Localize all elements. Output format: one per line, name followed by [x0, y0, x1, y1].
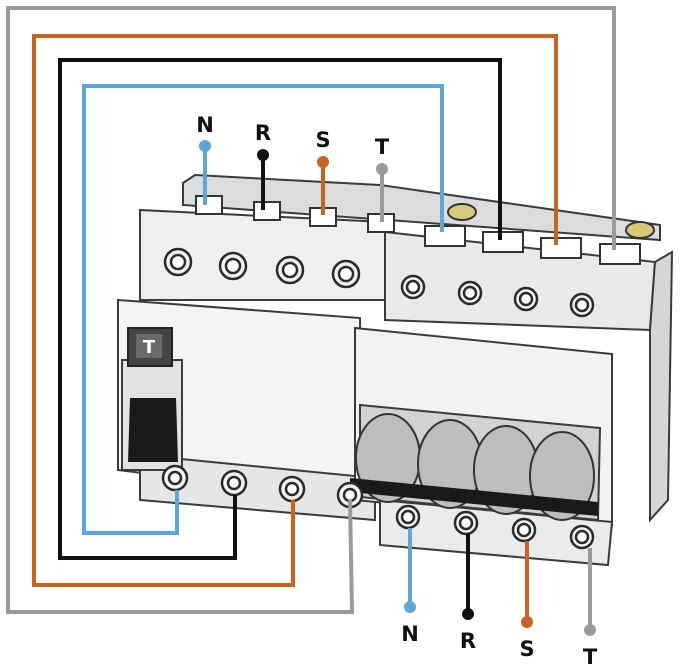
- busbar-tab-1: [447, 203, 477, 221]
- mcb-bottom-terminal-face: [379, 498, 614, 567]
- screw-icon: [569, 524, 595, 550]
- wire-end-n-top: [199, 140, 211, 152]
- wire-t-loop: [6, 6, 616, 614]
- label-bottom-n: N: [401, 622, 419, 646]
- wire-end-t-bottom: [584, 624, 596, 636]
- wires: [6, 6, 616, 628]
- label-bottom-s: S: [519, 637, 534, 661]
- mcb-toggles: [350, 413, 598, 521]
- screw-icon: [457, 280, 483, 306]
- screw-icon: [331, 259, 361, 289]
- top-screws: [163, 247, 595, 318]
- screw-icon: [161, 464, 189, 492]
- screw-icon: [511, 517, 537, 543]
- slot-r: [253, 201, 281, 221]
- wire-r-loop: [58, 58, 502, 560]
- wire-ends: [199, 140, 596, 636]
- label-bottom-r: R: [460, 629, 476, 653]
- label-top-s: S: [315, 128, 330, 152]
- rcd-bottom-terminal-face: [139, 453, 376, 522]
- wire-end-s-bottom: [521, 616, 533, 628]
- wire-end-r-top: [257, 149, 269, 161]
- screw-icon: [220, 469, 248, 497]
- wire-n-loop: [82, 84, 444, 535]
- mcb-slot-4: [599, 243, 641, 265]
- wire-end-s-top: [317, 156, 329, 168]
- wire-end-t-top: [376, 163, 388, 175]
- label-top-t: T: [375, 135, 390, 159]
- mcb-slot-1: [424, 225, 466, 247]
- screw-icon: [395, 504, 421, 530]
- wire-end-n-bottom: [404, 601, 416, 613]
- mcb-tie-bar[interactable]: [350, 478, 598, 516]
- rcd-controls: T: [127, 327, 178, 462]
- screw-icon: [513, 286, 539, 312]
- right-side-face: [649, 250, 674, 523]
- wire-end-r-bottom: [462, 608, 474, 620]
- screw-icon: [453, 510, 479, 536]
- label-top-r: R: [255, 121, 271, 145]
- screw-icon: [569, 292, 595, 318]
- rcd-toggle-lever[interactable]: [128, 398, 178, 462]
- label-bottom-t: T: [583, 645, 598, 668]
- mcb-slot-3: [540, 237, 582, 259]
- test-button-label: T: [143, 337, 156, 358]
- test-button-face: [136, 334, 162, 358]
- busbar-tab-2: [625, 221, 655, 239]
- phase-labels: N R S T N R S T: [196, 113, 598, 668]
- top-terminal-slots: [195, 195, 655, 265]
- screw-icon: [400, 274, 426, 300]
- screw-icon: [278, 475, 306, 503]
- screw-icon: [275, 255, 305, 285]
- screw-icon: [163, 247, 193, 277]
- slot-n: [195, 195, 223, 215]
- wire-s-loop: [32, 34, 558, 587]
- mcb-slot-2: [482, 231, 524, 253]
- top-back-face: [182, 173, 661, 242]
- screw-icon: [218, 251, 248, 281]
- label-top-n: N: [196, 113, 214, 137]
